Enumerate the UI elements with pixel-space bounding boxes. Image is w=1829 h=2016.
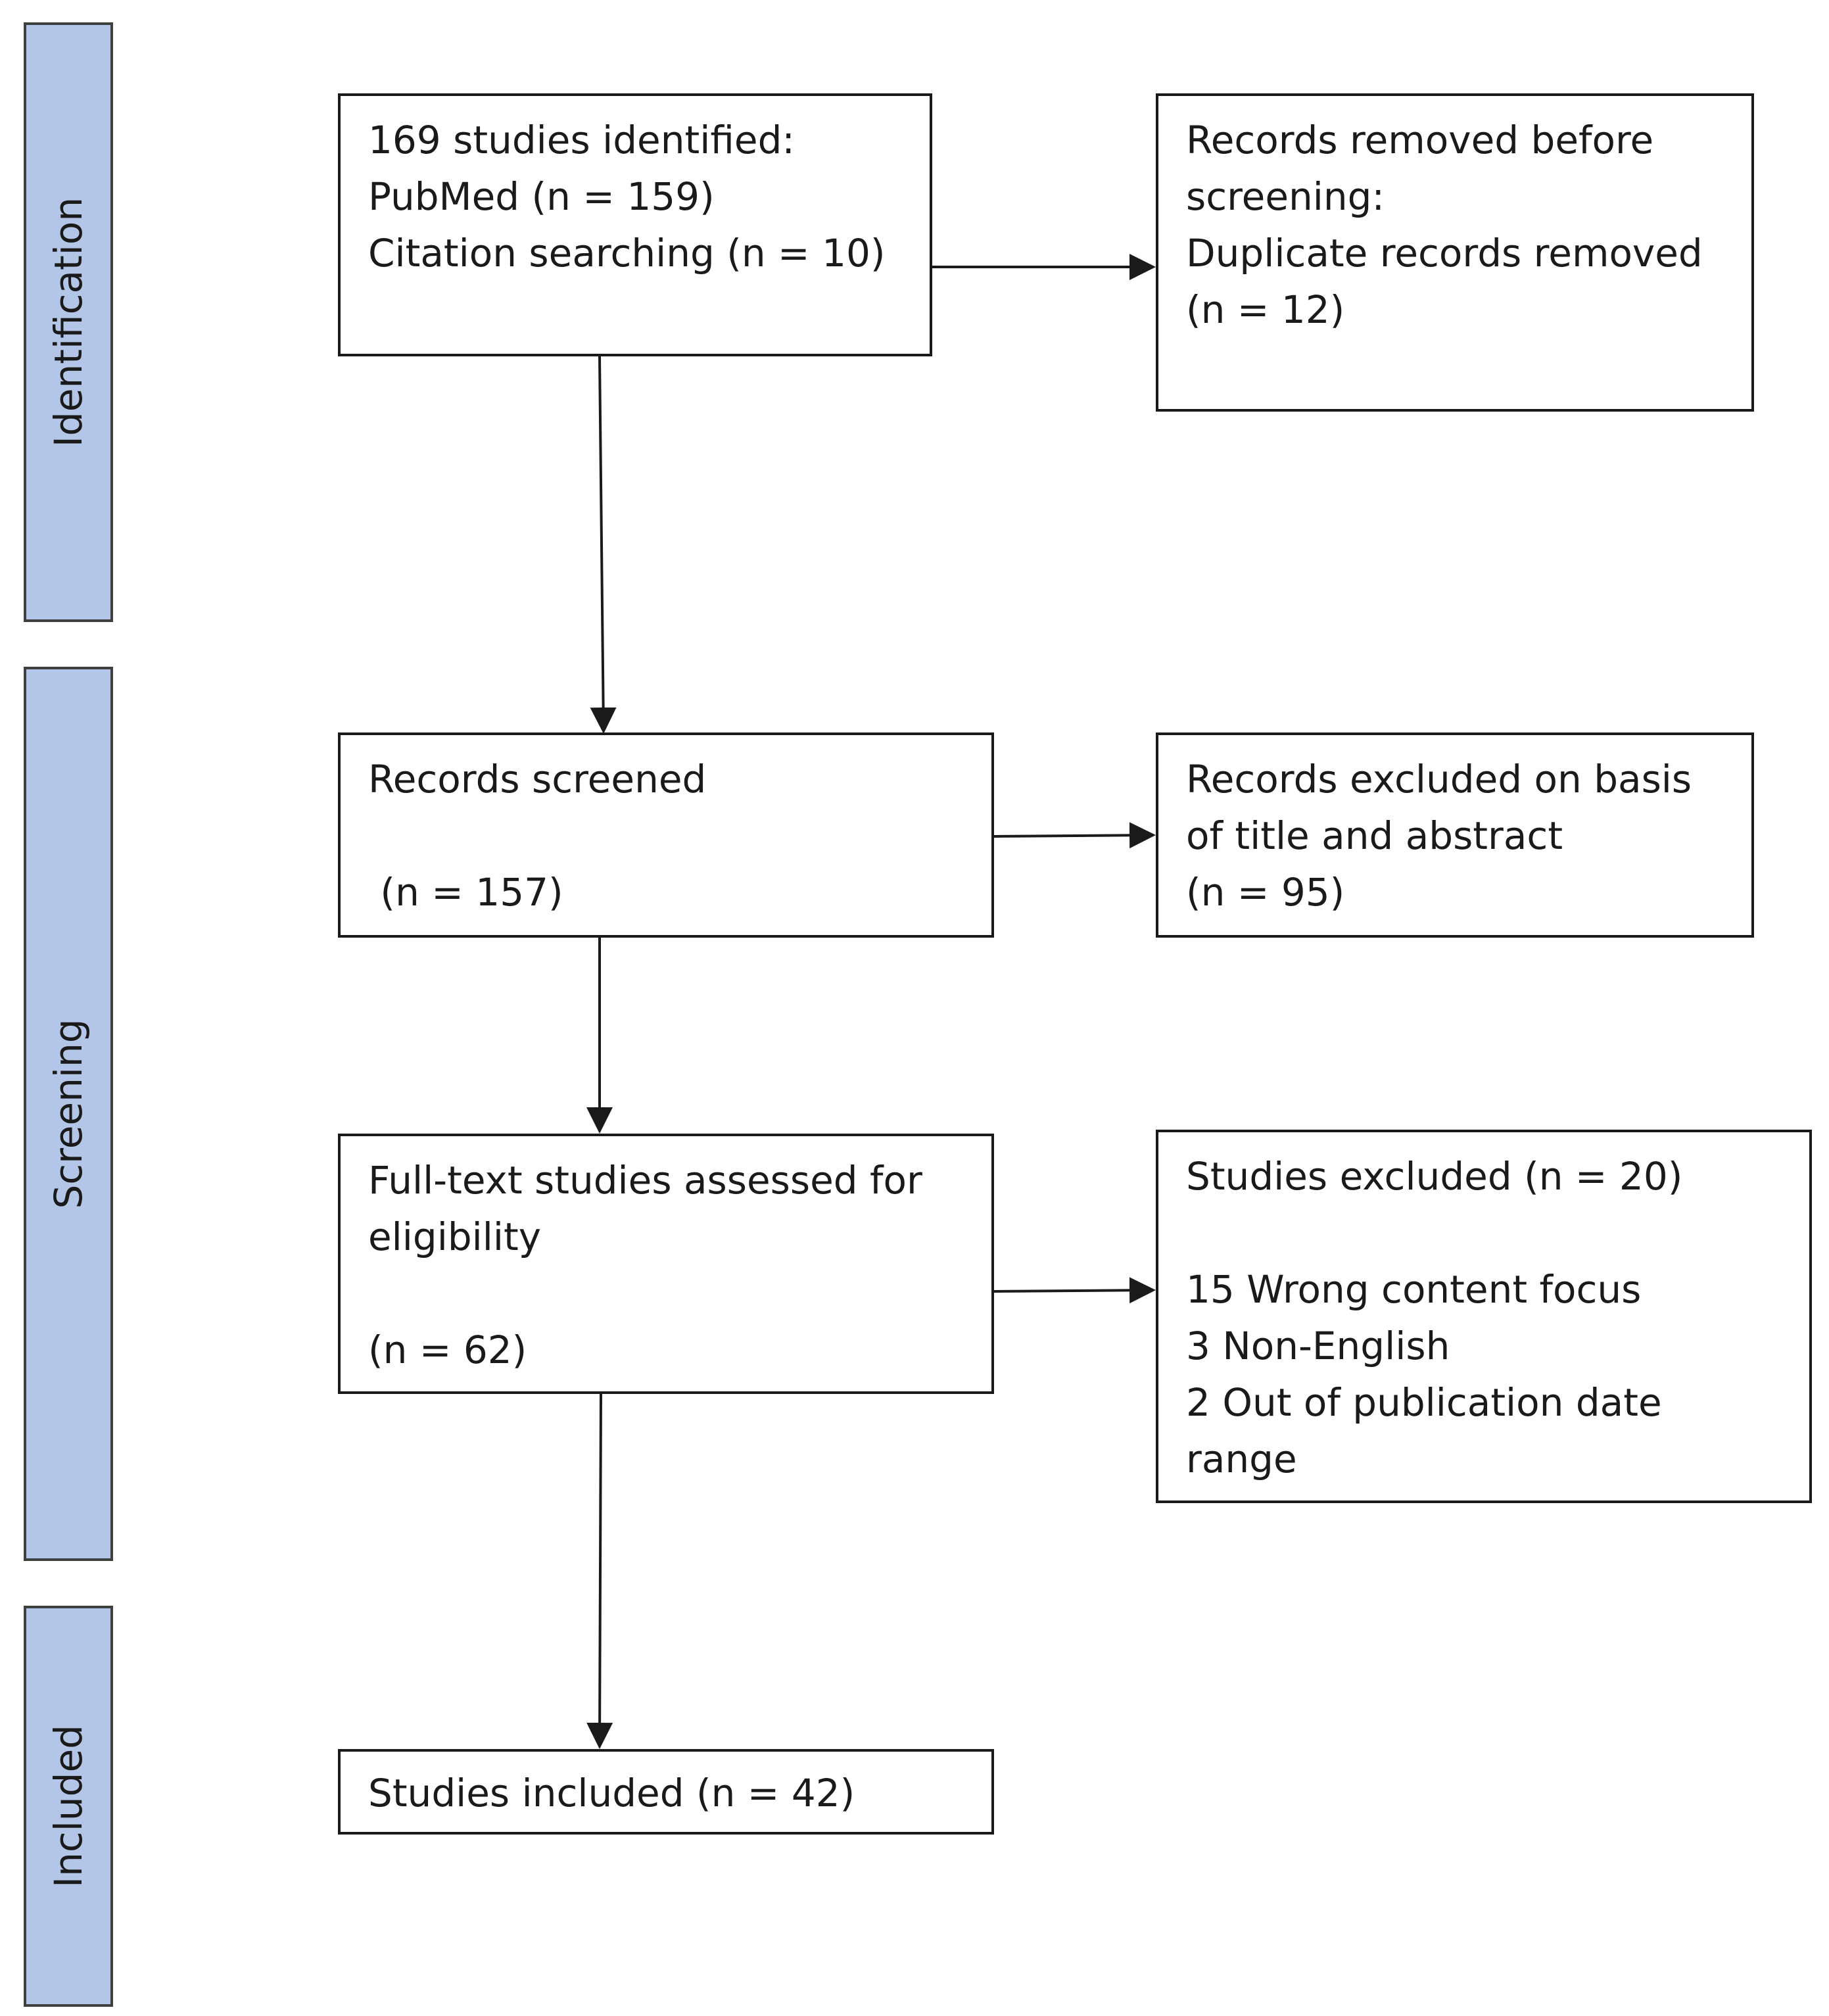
box-records-excluded-title-abstract: Records excluded on basis of title and a… [1156,732,1754,938]
box-line [368,1265,964,1322]
box-records-removed-before-screening: Records removed before screening: Duplic… [1156,93,1754,412]
box-line: Records excluded on basis [1186,757,1692,802]
box-fulltext-assessed: Full-text studies assessed for eligibili… [338,1134,994,1394]
box-line: 169 studies identified: [368,118,795,162]
box-line: of title and abstract [1186,813,1563,858]
box-studies-included: Studies included (n = 42) [338,1749,994,1835]
box-line: Records screened [368,757,707,802]
box-line: 3 Non-English [1186,1324,1450,1368]
box-line: Records removed before [1186,118,1654,162]
stage-bar-included: Included [24,1606,113,2007]
stage-bar-screening: Screening [24,667,113,1561]
box-line: Studies excluded (n = 20) [1186,1154,1683,1199]
box-line: PubMed (n = 159) [368,174,715,219]
box-line: Citation searching (n = 10) [368,231,886,276]
box-line: (n = 157) [368,870,563,915]
box-studies-identified: 169 studies identified: PubMed (n = 159)… [338,93,932,356]
arrow-screened-to-excluded [993,822,1156,849]
box-line: Duplicate records removed [1186,231,1703,276]
box-records-screened: Records screened (n = 157) [338,732,994,938]
box-line: 2 Out of publication date [1186,1380,1662,1425]
box-line: 15 Wrong content focus [1186,1267,1642,1312]
arrow-identified-to-screened [590,356,617,734]
arrow-fulltext-to-excluded [993,1277,1156,1304]
box-line: eligibility [368,1214,542,1259]
box-line: Full-text studies assessed for [368,1158,922,1203]
box-line: (n = 62) [368,1328,527,1372]
box-line: (n = 95) [1186,870,1345,915]
box-line: screening: [1186,174,1385,219]
arrow-fulltext-to-included [586,1393,613,1749]
box-studies-excluded: Studies excluded (n = 20) 15 Wrong conte… [1156,1130,1812,1503]
box-line [1186,1205,1782,1261]
box-line [368,807,964,864]
box-line: range [1186,1437,1297,1481]
box-line: Studies included (n = 42) [368,1771,855,1815]
box-line: (n = 12) [1186,287,1345,332]
stage-bar-identification: Identification [24,22,113,622]
